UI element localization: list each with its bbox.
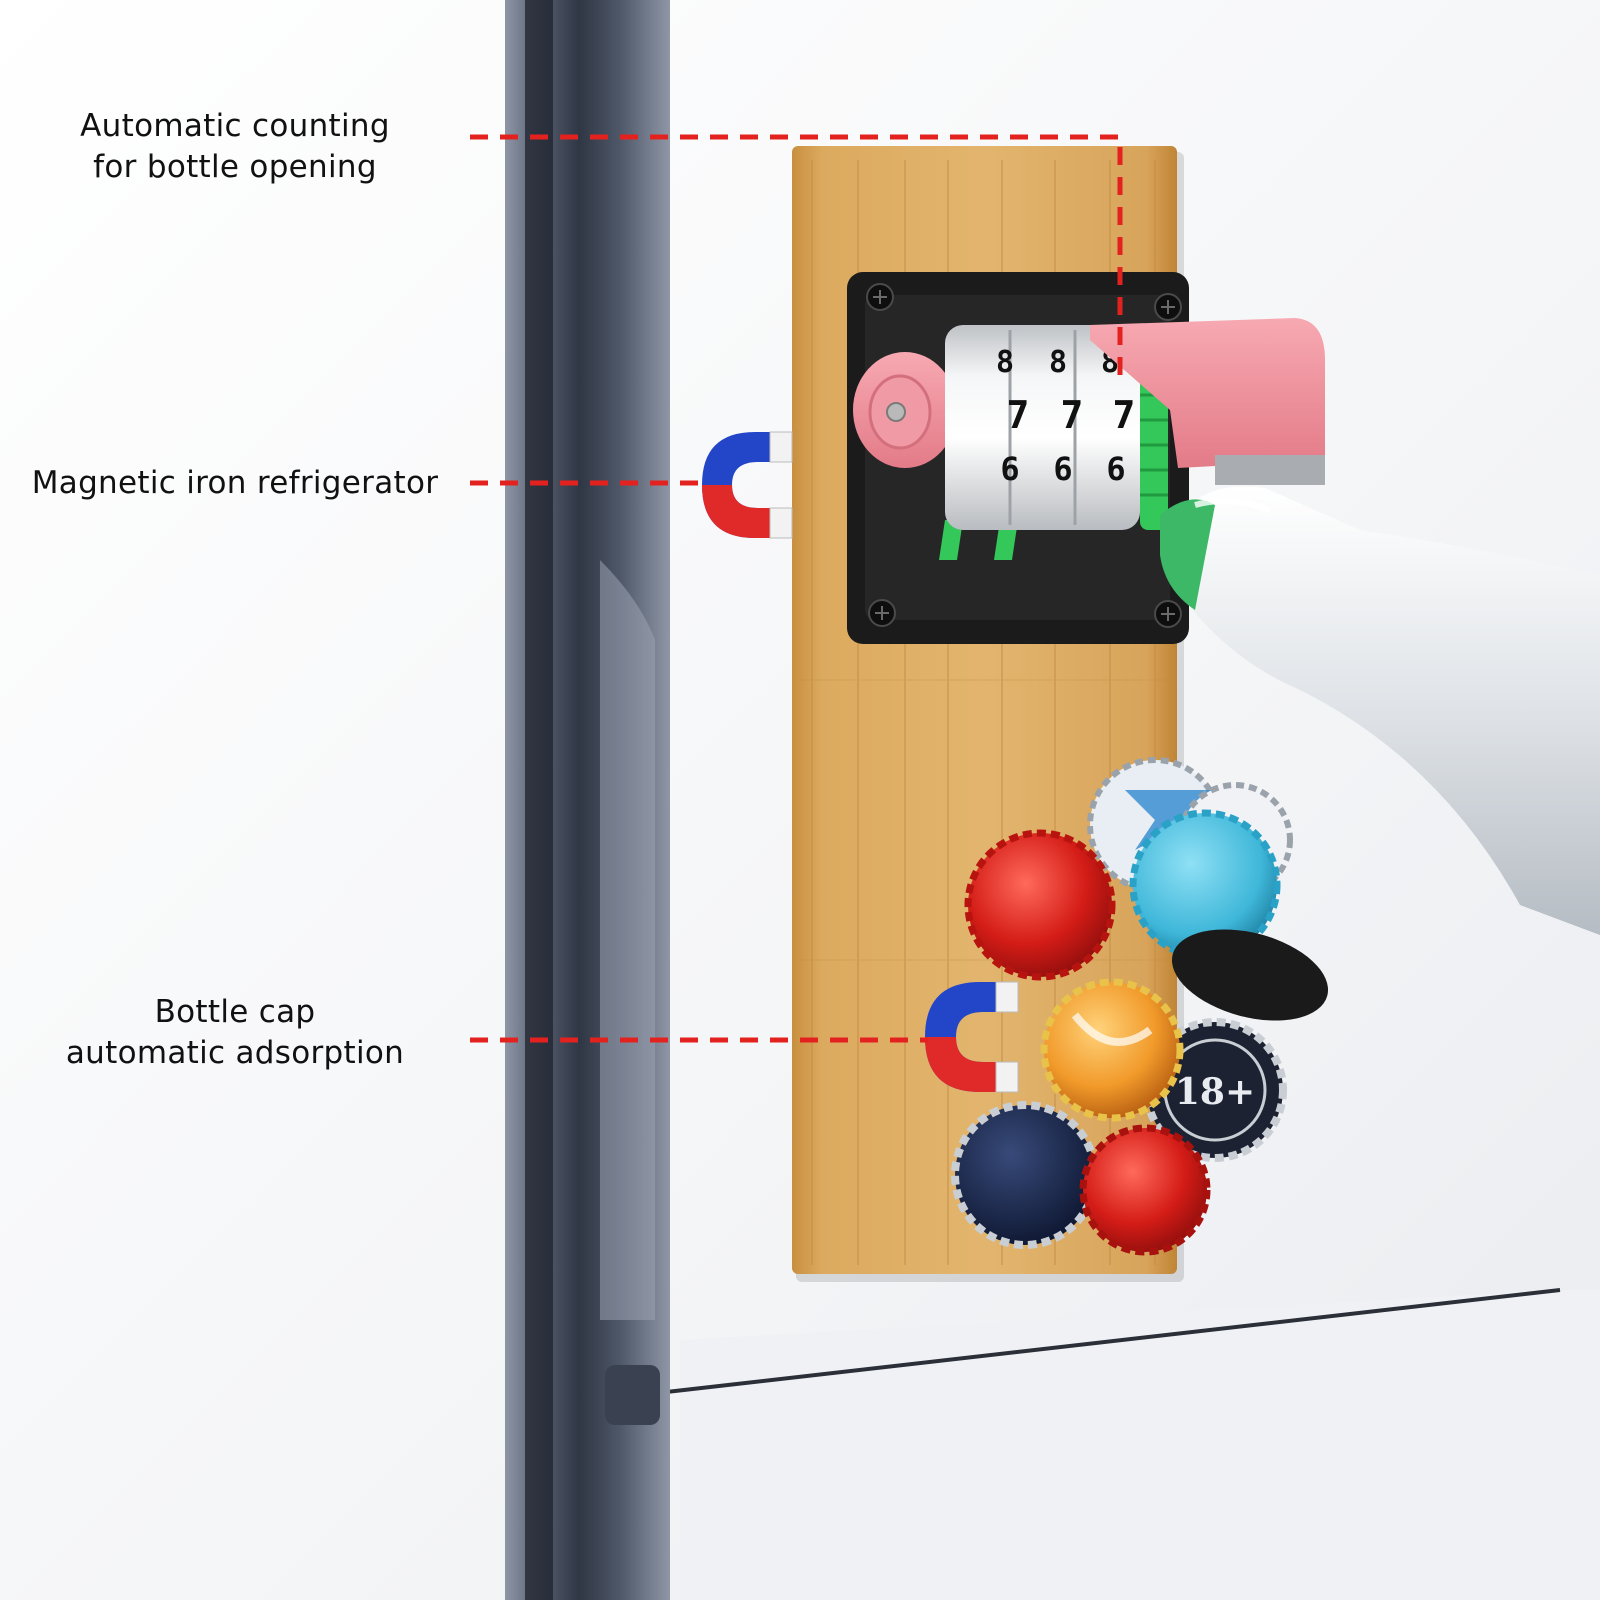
magnet-icon — [925, 981, 1019, 1093]
bottle — [1180, 486, 1600, 935]
callout-magnetic-refrigerator: Magnetic iron refrigerator — [20, 463, 450, 504]
leader-line-counting — [470, 134, 1123, 380]
callout-cap-adsorption: Bottle cap automatic adsorption — [40, 992, 430, 1074]
fridge-handle-clip — [605, 1365, 660, 1425]
callout-counting-line-2: for bottle opening — [93, 149, 377, 185]
cap-badge-label: 18+ — [1175, 1071, 1255, 1113]
magnet-icon — [702, 431, 793, 539]
fridge-handle-bevel — [600, 560, 655, 1320]
digit-top-2: 8 — [1049, 345, 1067, 380]
leader-lines — [470, 134, 1123, 1043]
pink-opener-housing — [1090, 318, 1325, 468]
digit-bottom-3: 6 — [1106, 450, 1125, 488]
digit-bottom-1: 6 — [1000, 450, 1019, 488]
digit-top-1: 8 — [996, 345, 1014, 380]
callout-automatic-counting: Automatic counting for bottle opening — [40, 106, 430, 188]
screw-icon — [866, 283, 1182, 628]
callout-adsorption-line-2: automatic adsorption — [65, 1035, 405, 1071]
fridge-door-shadow — [525, 0, 553, 1600]
opener-metal-lip — [1215, 455, 1325, 485]
fridge-seam — [639, 1288, 1561, 1397]
digit-mid-3: 7 — [1113, 393, 1136, 437]
fridge-lower-panel — [680, 1290, 1600, 1600]
callout-magnetic-line-1: Magnetic iron refrigerator — [31, 465, 439, 501]
digit-bottom-2: 6 — [1053, 450, 1072, 488]
callout-counting-line-1: Automatic counting — [80, 108, 390, 144]
bottle-cap-icon: 18+ — [951, 757, 1329, 1256]
digit-mid-1: 7 — [1007, 393, 1030, 437]
digit-mid-2: 7 — [1061, 393, 1084, 437]
counter-drum — [945, 325, 1140, 530]
callout-adsorption-line-1: Bottle cap — [154, 994, 316, 1030]
